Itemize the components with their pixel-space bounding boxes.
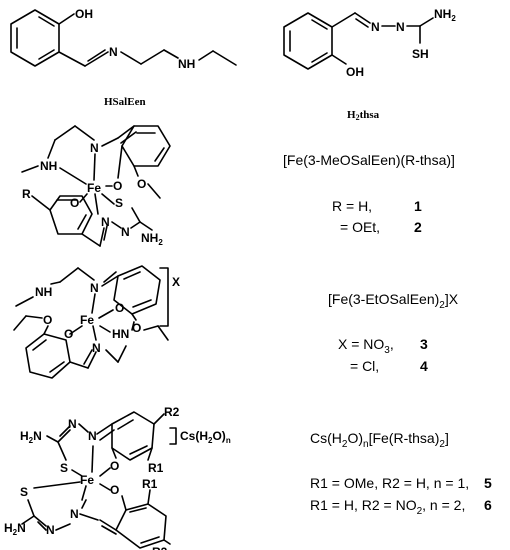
complex1-r-label: R [22,187,31,201]
complex3-bracket [169,427,177,445]
complex1-right-ring [121,125,171,167]
complex1-formula: [Fe(3-MeOSalEen)(R-thsa)] [283,152,455,168]
complex1-number-2: 2 [414,219,422,235]
complex2-def-line1: X = NO3, [338,336,394,356]
complex1-o-thsa-label: O [70,196,79,210]
complex3-n-b-label: N [88,429,97,443]
complex3-s1-label: S [60,461,68,475]
complex3-number-5: 5 [484,475,492,491]
complex2-bracket-x-label: X [172,275,180,289]
complex2-hn-label: HN [112,327,129,341]
complex3-def-line2: R1 = H, R2 = NO2, n = 2, [310,497,465,517]
complex2-def-line2: = Cl, [350,358,379,374]
complex3-def-line1: R1 = OMe, R2 = H, n = 1, [310,475,469,491]
complex2-o-phenol2-label: O [64,327,73,341]
complex3-r1-top-label: R1 [148,461,164,475]
complex3-number-6: 6 [484,497,492,513]
complex-fe-etosaleen2: NH N O O X Fe O O N [13,265,459,379]
complex1-nh-label: NH [40,159,57,173]
complex3-n-d-label: N [70,507,79,521]
h2thsa-caption: H2thsa [347,109,380,122]
complex1-o-methoxy-label: O [137,177,146,191]
complex3-o2-label: O [110,483,119,497]
complex3-nh2-top-label: H2N [20,429,42,445]
complex3-n-a-label: N [68,417,77,431]
h2thsa-nh2-label: NH2 [434,7,456,23]
complex1-fe-label: Fe [87,181,101,195]
complex1-hydrazone-n2-label: N [121,225,130,239]
complex-cs-fe-thsa2: H2N N N S R2 R1 O Cs(H2O)n Fe O S [4,405,492,550]
complex1-left-ring [49,195,93,235]
complex2-imine-n2-label: N [92,341,101,355]
complex2-imine-n1-label: N [90,281,99,295]
complex3-bottom-ring [115,503,167,549]
hsaleen-imine-n-label: N [109,45,118,59]
h2thsa-benzene-ring [283,12,333,70]
complex1-imine-n-label: N [90,141,99,155]
complex2-bracket [159,267,169,327]
complex3-formula: Cs(H2O)n[Fe(R-thsa)2] [310,430,449,450]
h2thsa-hydrazine-n-label: N [396,20,405,34]
complex1-hydrazone-n1-label: N [101,215,110,229]
complex2-right-ring [113,265,161,315]
hsaleen-oh-label: OH [75,7,93,21]
hsaleen-nh-label: NH [178,57,195,71]
complex3-s2-label: S [20,485,28,499]
hsaleen-caption: HSalEen [104,96,146,108]
complex1-number-1: 1 [414,198,422,214]
complex1-o-phenol-label: O [113,179,122,193]
h2thsa-oh-label: OH [346,65,364,79]
hsaleen-benzene-ring [10,9,60,67]
complex2-number-4: 4 [420,358,428,374]
complex2-formula: [Fe(3-EtOSalEen)2]X [328,291,459,311]
complex1-def-line2: = OEt, [340,219,380,235]
complex3-o1-label: O [110,459,119,473]
h2thsa-imine-n-label: N [371,20,380,34]
complex1-def-line1: R = H, [332,198,372,214]
h2thsa-structure: OH N N NH2 SH H2thsa [283,7,456,122]
hsaleen-structure: OH N NH HSalEen [10,7,237,108]
complex3-cs-label: Cs(H2O)n [180,429,231,445]
complex2-number-3: 3 [420,336,428,352]
complex1-s-label: S [115,196,123,210]
complex3-r2-bottom-label: R2 [152,545,168,550]
complex2-nh-label: NH [35,285,52,299]
complex3-r2-top-label: R2 [164,405,180,419]
complex2-o-ethoxy1-label: O [132,321,141,335]
complex3-nh2-bottom-label: H2N [4,521,26,537]
complex3-n-c-label: N [46,523,55,537]
complex2-fe-label: Fe [80,313,94,327]
complex2-o-phenol1-label: O [115,301,124,315]
h2thsa-sh-label: SH [412,47,429,61]
complex1-nh2-label: NH2 [141,231,163,247]
complex-fe-meosaleen-thsa: NH N O O Fe O R N N [21,125,455,247]
complex2-o-ethoxy2-label: O [43,313,52,327]
complex3-fe-label: Fe [80,473,94,487]
complex3-r1-bottom-label: R1 [142,477,158,491]
